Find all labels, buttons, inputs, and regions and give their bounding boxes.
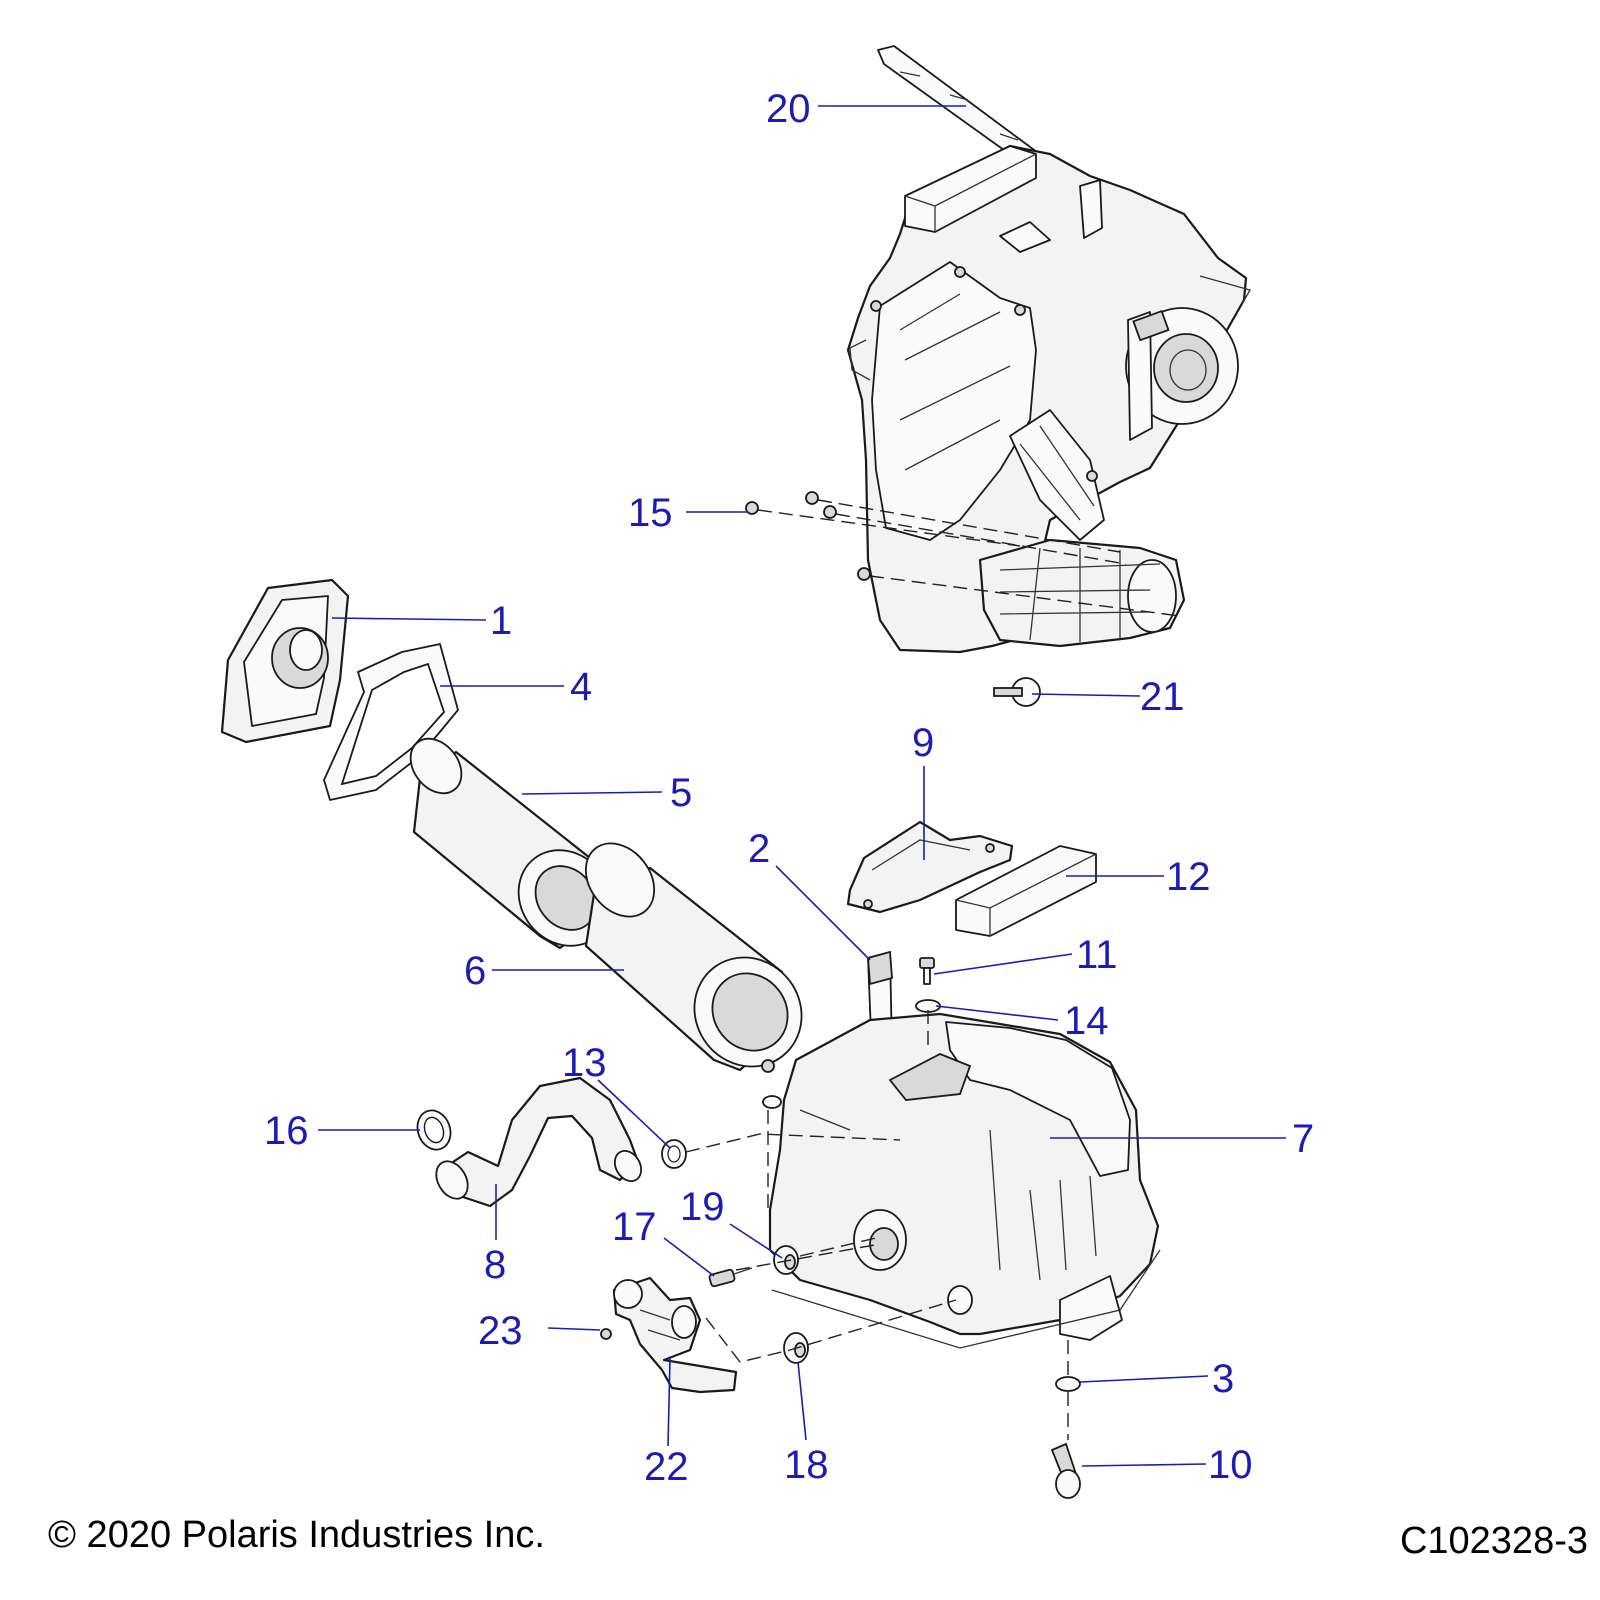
callout-13: 13 [562, 1041, 607, 1085]
part-16-clamp [416, 1109, 452, 1151]
callout-5: 5 [670, 771, 692, 815]
callout-17: 17 [612, 1205, 657, 1249]
part-4-gasket [323, 643, 459, 801]
callout-16: 16 [264, 1109, 309, 1153]
callout-12: 12 [1166, 855, 1211, 899]
copyright-notice: © 2020 Polaris Industries Inc. [48, 1514, 545, 1556]
part-8-hose [435, 1076, 643, 1208]
part-7-lower-airbox [761, 1012, 1161, 1349]
callout-15: 15 [628, 491, 673, 535]
callout-19: 19 [680, 1185, 725, 1229]
part-12-foam-block [955, 845, 1097, 937]
part-23-screw [600, 1328, 612, 1340]
screw-15c [823, 505, 837, 519]
part-3-washer [1055, 1376, 1081, 1392]
upper-airbox-assembly [846, 45, 1251, 654]
part-19-grommet [773, 1245, 799, 1275]
part-10-drain-plug [1050, 1442, 1081, 1499]
callout-labels: 20 15 21 1 4 5 6 7 8 9 12 2 11 14 13 16 … [264, 87, 1314, 1489]
part-22-valve-assembly [612, 1276, 738, 1394]
part-15-screws [745, 491, 1181, 617]
part-9-cover-plate [846, 820, 1014, 914]
leader-lines [318, 105, 1286, 1467]
part-11-bolt [919, 957, 935, 985]
callout-18: 18 [784, 1443, 829, 1487]
callout-4: 4 [570, 665, 592, 709]
callout-22: 22 [644, 1445, 689, 1489]
callout-20: 20 [766, 87, 811, 131]
callout-7: 7 [1292, 1117, 1314, 1161]
part-21-clamp [993, 677, 1041, 707]
assembly-lines [685, 1010, 1069, 1440]
upper-housing-lid [871, 261, 1037, 541]
callout-6: 6 [464, 949, 486, 993]
screw-15a [745, 501, 759, 515]
screw-15b [805, 491, 819, 505]
diagram-code: C102328-3 [1399, 1520, 1588, 1562]
foam-block-upper [904, 145, 1037, 233]
callout-2: 2 [748, 827, 770, 871]
callout-11: 11 [1076, 933, 1118, 977]
callout-8: 8 [484, 1243, 506, 1287]
screw-15d [857, 567, 871, 581]
callout-1: 1 [490, 599, 512, 643]
callout-9: 9 [912, 721, 934, 765]
callout-3: 3 [1212, 1357, 1234, 1401]
callout-10: 10 [1208, 1443, 1253, 1487]
part-1-filter-cover [220, 578, 350, 744]
callout-21: 21 [1140, 675, 1185, 719]
callout-14: 14 [1064, 999, 1109, 1043]
part-17-fitting [708, 1267, 753, 1288]
part-6-outer-filter [584, 842, 803, 1072]
callout-23: 23 [478, 1309, 523, 1353]
